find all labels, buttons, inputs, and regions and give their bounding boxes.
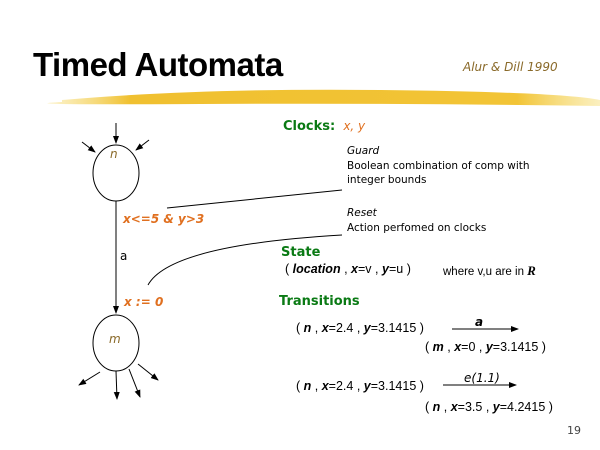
clocks-label: Clocks: <box>283 119 336 134</box>
citation: Alur & Dill 1990 <box>463 60 558 74</box>
outgoing-arrow <box>78 371 101 386</box>
reset-pointer <box>147 234 343 286</box>
clocks-value: x, y <box>343 119 366 133</box>
guard-title: Guard <box>347 145 380 157</box>
t1-label: a <box>475 315 484 329</box>
t2-from: ( n , x=2.4 , y=3.1415 ) <box>296 379 424 393</box>
guard-expression: x<=5 & y>3 <box>123 212 205 226</box>
incoming-arrow <box>81 141 96 153</box>
guard-desc-1: Boolean combination of comp with <box>347 160 530 172</box>
node-n-label: n <box>110 147 118 161</box>
node-m-label: m <box>109 332 121 346</box>
yellow-brush-stroke <box>47 89 600 106</box>
t1-to: ( m , x=0 , y=3.1415 ) <box>425 340 546 354</box>
guard-pointer <box>166 189 343 209</box>
guard-desc-2: integer bounds <box>347 174 427 186</box>
outgoing-arrow <box>128 368 141 398</box>
clocks-line: Clocks: x, y <box>283 115 365 134</box>
action-label: a <box>120 249 128 263</box>
transitions-heading: Transitions <box>279 294 360 309</box>
reset-expression: x := 0 <box>124 295 164 309</box>
t1-from: ( n , x=2.4 , y=3.1415 ) <box>296 321 424 335</box>
t2-label: e(1.1) <box>464 371 500 385</box>
t2-to: ( n , x=3.5 , y=4.2415 ) <box>425 400 553 414</box>
outgoing-arrow <box>137 363 159 381</box>
state-note: where v,u are in R <box>443 263 536 278</box>
reset-title: Reset <box>347 207 377 219</box>
outgoing-arrow <box>113 370 120 400</box>
incoming-arrow <box>135 139 150 151</box>
reset-desc: Action perfomed on clocks <box>347 222 487 234</box>
page-number: 19 <box>567 424 581 437</box>
state-heading: State <box>281 245 321 260</box>
slide-title: Timed Automata <box>33 46 283 83</box>
state-tuple: ( location , x=v , y=u ) <box>285 262 411 276</box>
